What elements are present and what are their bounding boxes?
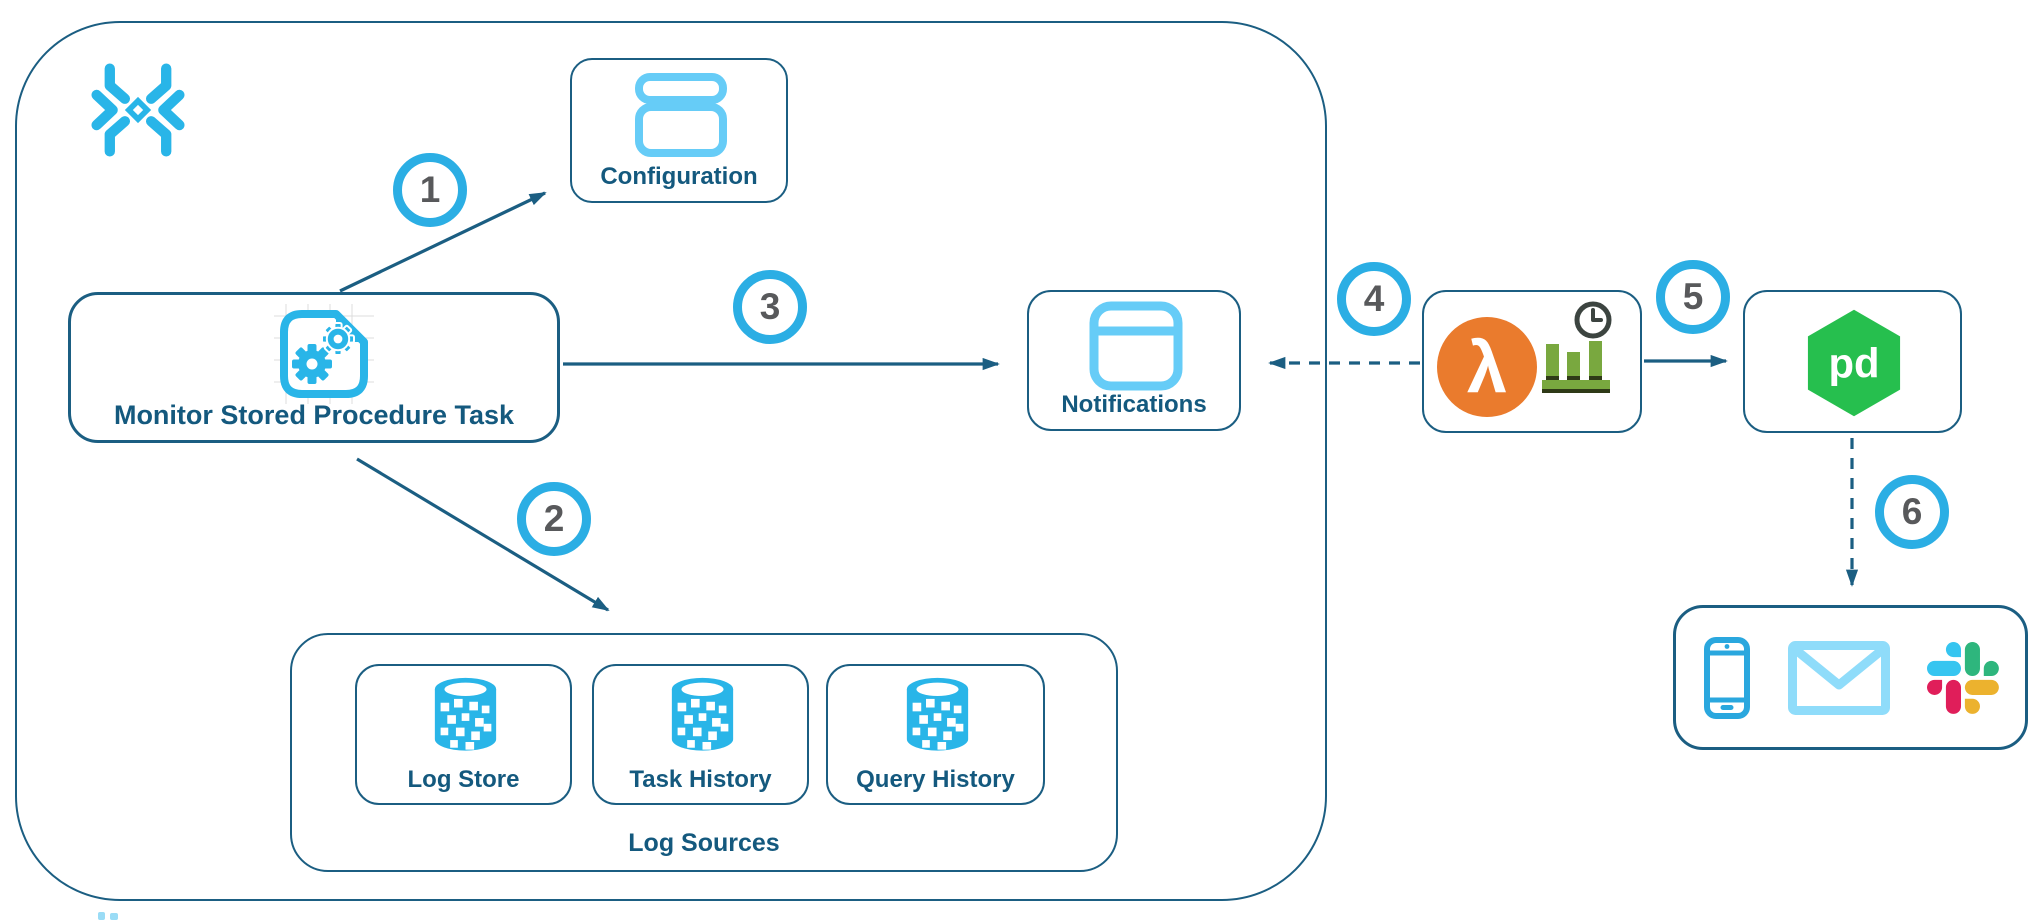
pagerduty-logo-text: pd [1828, 339, 1879, 386]
node-endpoints [1673, 605, 2028, 750]
lambda-glyph: λ [1467, 328, 1507, 408]
node-label: Monitor Stored Procedure Task [113, 400, 515, 430]
database-icon [906, 677, 969, 751]
node-query-history: Query History [826, 664, 1045, 805]
database-icon [434, 677, 497, 751]
node-label: Configuration [600, 163, 758, 190]
window-icon [635, 73, 727, 157]
node-label: Log Store [407, 766, 520, 793]
slack-icon [1926, 641, 1999, 714]
step-badge-3: 3 [733, 270, 807, 344]
phone-icon [1703, 636, 1750, 719]
node-label: Query History [856, 766, 1015, 793]
gear-large [292, 344, 332, 384]
database-icon [671, 677, 734, 751]
node-task-history: Task History [592, 664, 809, 805]
snowflake-logo-icon [91, 63, 185, 157]
email-icon [1787, 640, 1890, 715]
node-pagerduty: pd [1743, 290, 1962, 433]
step-badge-5: 5 [1656, 260, 1730, 334]
cut-off-artifact [98, 912, 118, 920]
log-sources-label: Log Sources [628, 829, 780, 857]
node-monitor-task: Monitor Stored Procedure Task [68, 292, 560, 443]
node-notifications: Notifications [1027, 290, 1241, 431]
node-aws-lambda: λ [1422, 290, 1642, 433]
aws-lambda-icon: λ [1437, 317, 1537, 417]
step-badge-1: 1 [393, 153, 467, 227]
node-log-store: Log Store [355, 664, 572, 805]
clock-icon [1573, 300, 1613, 340]
step-badge-4: 4 [1337, 262, 1411, 336]
stored-procedure-icon [274, 304, 374, 404]
step-badge-2: 2 [517, 482, 591, 556]
step-badge-6: 6 [1875, 475, 1949, 549]
window-icon [1089, 301, 1183, 391]
gear-small [320, 321, 356, 357]
node-log-sources: Log Store Task History [290, 633, 1118, 872]
scheduled-metrics-icon [1542, 300, 1613, 393]
node-label: Task History [629, 766, 772, 793]
node-label: Notifications [1061, 391, 1207, 418]
pagerduty-icon: pd [1807, 309, 1901, 417]
node-configuration: Configuration [570, 58, 788, 203]
